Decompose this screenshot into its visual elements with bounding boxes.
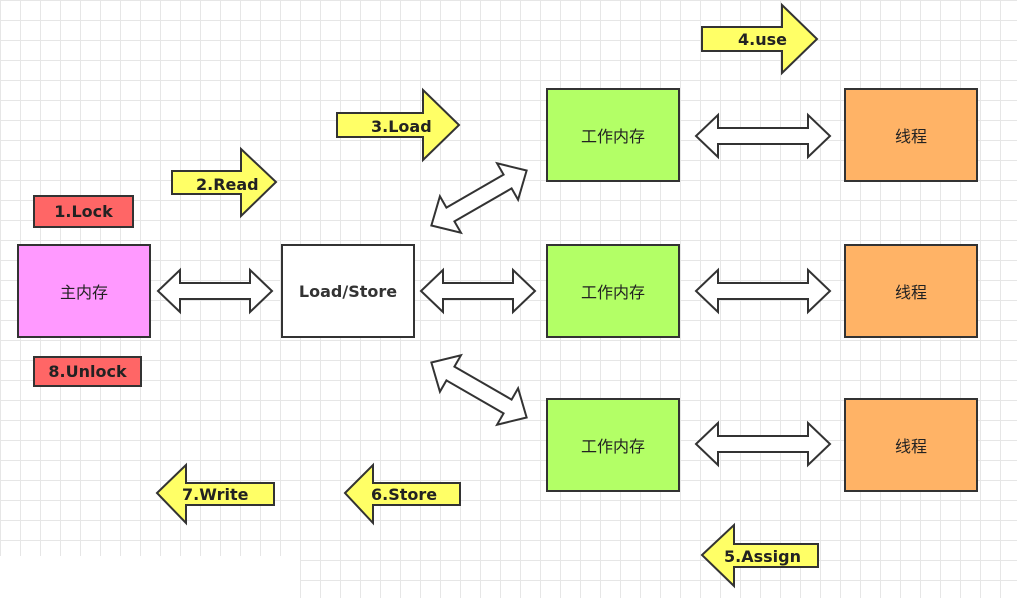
working-memory-box-3: 工作内存: [546, 398, 680, 492]
load-store-box: Load/Store: [281, 244, 415, 338]
lock-label: 1.Lock: [33, 195, 134, 228]
working-memory-label: 工作内存: [580, 437, 645, 456]
unlock-label: 8.Unlock: [33, 356, 142, 387]
working-memory-box-1: 工作内存: [546, 88, 680, 182]
step-arrow-use: [701, 2, 819, 76]
main-memory-label: 主内存: [59, 283, 108, 302]
thread-label: 线程: [894, 127, 927, 146]
step-arrow-assign: [700, 522, 819, 589]
double-arrow-loadstore-wm1: [430, 161, 528, 235]
step-label-write: 7.Write: [182, 485, 249, 504]
main-memory-box: 主内存: [17, 244, 151, 338]
thread-box-2: 线程: [844, 244, 978, 338]
thread-label: 线程: [894, 283, 927, 302]
step-arrow-read: [171, 146, 278, 219]
step-arrow-write: [155, 462, 275, 526]
double-arrow-main-loadstore: [156, 267, 274, 315]
working-memory-box-2: 工作内存: [546, 244, 680, 338]
step-arrow-store: [343, 462, 461, 526]
double-arrow-loadstore-wm3: [430, 353, 528, 427]
load-store-label: Load/Store: [298, 281, 398, 301]
thread-box-3: 线程: [844, 398, 978, 492]
step-label-load: 3.Load: [371, 117, 432, 136]
step-label-use: 4.use: [738, 30, 787, 49]
double-arrow-wm3-thread3: [694, 420, 832, 468]
footer-blank: [0, 556, 300, 598]
step-label-read: 2.Read: [196, 175, 259, 194]
working-memory-label: 工作内存: [580, 283, 645, 302]
double-arrow-wm1-thread1: [694, 112, 832, 160]
thread-box-1: 线程: [844, 88, 978, 182]
thread-label: 线程: [894, 437, 927, 456]
double-arrow-loadstore-wm2: [419, 267, 537, 315]
step-label-assign: 5.Assign: [724, 547, 801, 566]
step-arrow-load: [336, 87, 461, 163]
double-arrow-wm2-thread2: [694, 267, 832, 315]
step-label-store: 6.Store: [371, 485, 437, 504]
working-memory-label: 工作内存: [580, 127, 645, 146]
